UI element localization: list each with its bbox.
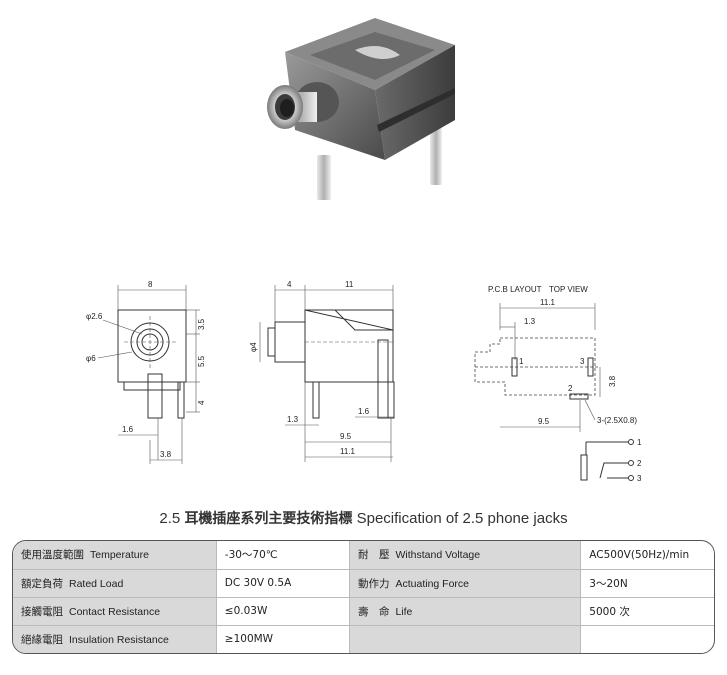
spec-value: DC 30V 0.5A: [216, 569, 350, 598]
side-pin-left-dim: 1.3: [287, 415, 299, 424]
spec-value: ≤0.03W: [216, 597, 350, 626]
nose-length-dim: 4: [287, 280, 292, 289]
table-row: 絕緣電阻 Insulation Resistance ≥100MW: [13, 625, 714, 653]
hole-diameter-dim: φ2.6: [86, 312, 103, 321]
spec-value: 5000 次: [580, 597, 714, 626]
pin-schematic: 1 2 3: [580, 438, 642, 483]
top-offset-dim: 3.5: [197, 318, 206, 330]
pcb-hole-spec: 3-(2.5X0.8): [597, 416, 637, 425]
side-pin-position-dim: 9.5: [340, 432, 352, 441]
body-length-dim: 11: [345, 280, 354, 289]
spec-value: 3～20N: [580, 569, 714, 598]
pcb-overall-width-dim: 11.1: [540, 298, 556, 307]
spec-label: 動作力 Actuating Force: [349, 569, 582, 598]
spec-label-cn: 絕緣電阻: [21, 633, 63, 646]
spec-label-en: Contact Resistance: [69, 605, 161, 618]
pcb-pin3-label: 3: [580, 357, 585, 366]
spec-label-cn: 額定負荷: [21, 577, 63, 590]
spec-label-en: Insulation Resistance: [69, 633, 169, 646]
table-row: 接觸電阻 Contact Resistance ≤0.03W 壽 命 Life 5000 …: [13, 597, 714, 626]
spec-label-en: Temperature: [90, 549, 149, 562]
front-width-dim: 8: [148, 280, 153, 289]
technical-drawings: 8 φ2.6 φ6 3.5 5.5 4 1.6 3.8: [86, 280, 642, 483]
spec-label: 壽 命 Life: [349, 597, 582, 626]
spec-label: 接觸電阻 Contact Resistance: [13, 597, 217, 626]
pcb-view-title: TOP VIEW: [549, 285, 588, 294]
heading-english: Specification of 2.5 phone jacks: [356, 510, 568, 527]
spec-heading: 2.5 耳機插座系列主要技術指標 Specification of 2.5 ph…: [0, 508, 727, 528]
spec-value: -30～70℃: [216, 541, 350, 570]
pcb-pin2-label: 2: [568, 384, 573, 393]
spec-label: 絕緣電阻 Insulation Resistance: [13, 625, 217, 653]
spec-label-cn: 接觸電阻: [21, 605, 63, 618]
pin-offset-dim: 1.6: [122, 425, 134, 434]
spec-table: 使用溫度範圍 Temperature -30～70℃ 耐 壓 Withstand Vol…: [12, 540, 715, 654]
spec-label: [349, 625, 582, 653]
heading-prefix: 2.5: [159, 510, 181, 527]
spec-value: [581, 625, 714, 653]
pin-spacing-dim: 3.8: [160, 450, 172, 459]
spec-label-cn: 壽 命: [357, 605, 390, 618]
spec-label-en: Withstand Voltage: [395, 549, 481, 562]
front-view: 8 φ2.6 φ6 3.5 5.5 4 1.6 3.8: [86, 280, 206, 464]
pcb-hole-offset-dim: 1.3: [524, 317, 536, 326]
product-photo: [267, 18, 455, 200]
spec-label-en: Rated Load: [69, 577, 124, 590]
spec-label: 耐 壓 Withstand Voltage: [349, 541, 582, 570]
side-pin-right-dim: 1.6: [358, 407, 370, 416]
side-overall-dim: 11.1: [340, 447, 356, 456]
table-row: 使用溫度範圍 Temperature -30～70℃ 耐 壓 Withstand Vol…: [13, 541, 714, 570]
pcb-hole-position-dim: 9.5: [538, 417, 550, 426]
spec-label-cn: 動作力: [357, 577, 390, 590]
spec-label: 額定負荷 Rated Load: [13, 569, 217, 598]
schematic-pin3: 3: [637, 474, 642, 483]
pin-length-dim: 4: [197, 400, 206, 405]
spec-label-en: Actuating Force: [395, 577, 470, 590]
heading-chinese: 耳機插座系列主要技術指標: [184, 511, 353, 527]
spec-value: AC500V(50Hz)/min: [580, 541, 714, 570]
pcb-layout-view: P.C.B LAYOUT TOP VIEW 11.1 1.3 1 3 2 3.8…: [474, 285, 642, 483]
table-row: 額定負荷 Rated Load DC 30V 0.5A 動作力 Actuating Fo…: [13, 569, 714, 598]
spec-label-cn: 耐 壓: [357, 549, 390, 562]
pcb-title: P.C.B LAYOUT: [488, 285, 542, 294]
pcb-pin1-label: 1: [519, 357, 524, 366]
mid-height-dim: 5.5: [197, 355, 206, 367]
schematic-pin2: 2: [637, 459, 642, 468]
pcb-vertical-dim: 3.8: [608, 375, 617, 387]
schematic-pin1: 1: [637, 438, 642, 447]
outer-diameter-dim: φ6: [86, 354, 96, 363]
spec-value: ≥100MW: [216, 625, 350, 653]
nose-diameter-dim: φ4: [249, 342, 258, 352]
spec-label: 使用溫度範圍 Temperature: [13, 541, 217, 570]
spec-label-en: Life: [395, 605, 413, 618]
spec-label-cn: 使用溫度範圍: [21, 549, 84, 562]
side-view: 4 11 φ4 1.3 1.6 9.5 11.1: [249, 280, 395, 462]
